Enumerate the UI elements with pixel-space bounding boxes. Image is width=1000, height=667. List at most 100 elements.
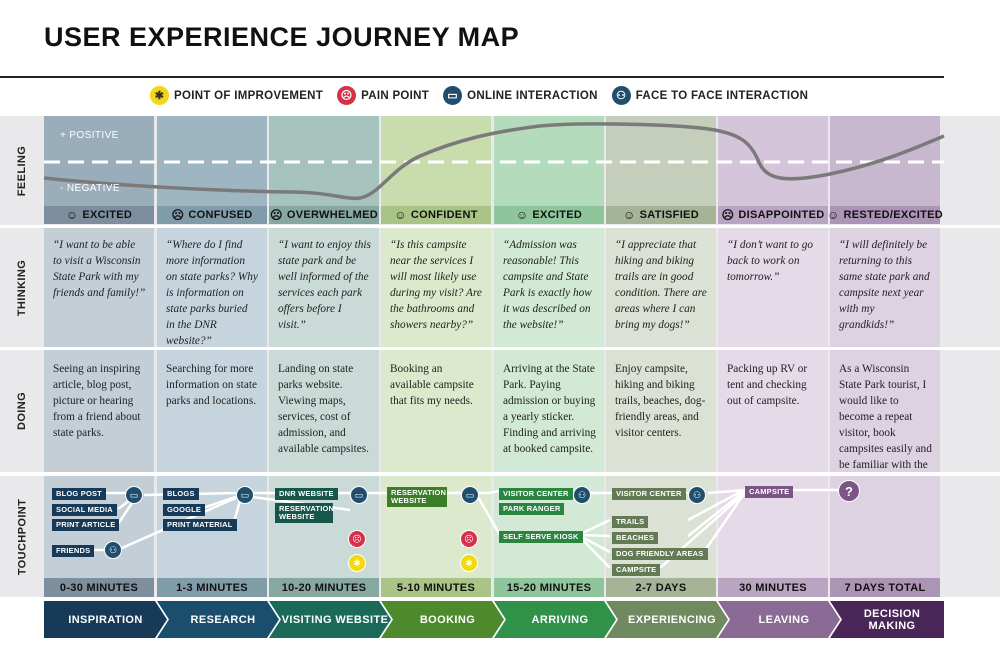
title-divider xyxy=(0,76,944,78)
computer-icon: ▭ xyxy=(236,486,254,504)
touchpoint-tag: SOCIAL MEDIA xyxy=(52,504,117,516)
thinking-quote: “I appreciate that hiking and biking tra… xyxy=(606,228,716,347)
frown-face-icon: ☹ xyxy=(270,208,283,222)
angry-face-icon: ☹ xyxy=(460,530,478,548)
thinking-quote: “I want to be able to visit a Wisconsin … xyxy=(44,228,154,347)
legend-item-improvement: ✱ POINT OF IMPROVEMENT xyxy=(150,86,323,105)
phase-arriving: ARRIVING xyxy=(494,601,616,638)
touchpoint-tag: TRAILS xyxy=(612,516,649,528)
phase-visiting-website: VISITING WEBSITE xyxy=(269,601,391,638)
touchpoint-tag: VISITOR CENTER xyxy=(612,488,686,500)
frown-face-icon: ☹ xyxy=(171,208,185,222)
phase-research: RESEARCH xyxy=(157,601,279,638)
thinking-quote: “Where do I find more information on sta… xyxy=(157,228,267,347)
thinking-quote: “I want to enjoy this state park and be … xyxy=(269,228,379,347)
angry-face-icon: ☹ xyxy=(337,86,357,105)
emotion-text: DISAPPOINTED xyxy=(738,209,825,221)
touchpoint-tag: SELF SERVE KIOSK xyxy=(499,531,583,543)
emotion-label: ☹CONFUSED xyxy=(157,206,267,224)
duration-label: 2-7 DAYS xyxy=(606,578,716,597)
emotion-label: ☺SATISFIED xyxy=(606,206,716,224)
duration-label: 10-20 MINUTES xyxy=(269,578,379,597)
phase-leaving: LEAVING xyxy=(718,601,840,638)
smile-face-icon: ☺ xyxy=(65,208,79,222)
legend: ✱ POINT OF IMPROVEMENT ☹ PAIN POINT ▭ ON… xyxy=(150,86,822,105)
emotion-label: ☹DISAPPOINTED xyxy=(718,206,828,224)
touchpoint-tag: GOOGLE xyxy=(163,504,206,516)
duration-label: 0-30 MINUTES xyxy=(44,578,154,597)
emotion-text: CONFIDENT xyxy=(410,209,478,221)
legend-label: PAIN POINT xyxy=(361,89,430,102)
legend-item-face: ⚇ FACE TO FACE INTERACTION xyxy=(611,86,809,105)
phase-booking: BOOKING xyxy=(381,601,504,638)
page-title: USER EXPERIENCE JOURNEY MAP xyxy=(44,22,520,52)
touchpoint-tag: DNR WEBSITE xyxy=(275,488,338,500)
touchpoint-tag: RESERVATION WEBSITE xyxy=(275,503,334,523)
computer-icon: ▭ xyxy=(350,486,368,504)
row-label-touchpoint: TOUCHPOINT xyxy=(16,498,28,575)
thinking-quote: “Admission was reasonable! This campsite… xyxy=(494,228,604,347)
thinking-quote: “I don’t want to go back to work on tomo… xyxy=(718,228,828,347)
phase-experiencing: EXPERIENCING xyxy=(606,601,728,638)
phase-inspiration: INSPIRATION xyxy=(44,601,167,638)
thinking-quote: “Is this campsite near the services I wi… xyxy=(381,228,491,347)
emotion-label: ☺EXCITED xyxy=(494,206,604,224)
doing-text: Arriving at the State Park. Paying admis… xyxy=(494,350,604,472)
touchpoint-tag: DOG FRIENDLY AREAS xyxy=(612,548,708,560)
touchpoint-tag: PRINT MATERIAL xyxy=(163,519,237,531)
doing-text: Enjoy campsite, hiking and biking trails… xyxy=(606,350,716,472)
legend-label: POINT OF IMPROVEMENT xyxy=(174,89,324,102)
lightbulb-icon: ✱ xyxy=(150,86,169,105)
touchpoint-tag: FRIENDS xyxy=(52,545,95,557)
people-icon: ⚇ xyxy=(573,486,591,504)
doing-text: Seeing an inspiring article, blog post, … xyxy=(44,350,154,472)
touchpoint-tag: VISITOR CENTER xyxy=(499,488,573,500)
touchpoint-tag: CAMPSITE xyxy=(612,564,661,576)
computer-icon: ▭ xyxy=(461,486,479,504)
duration-label: 5-10 MINUTES xyxy=(381,578,491,597)
duration-label: 15-20 MINUTES xyxy=(494,578,604,597)
row-label-doing: DOING xyxy=(16,391,28,431)
feeling-curve-chart xyxy=(43,122,945,201)
thinking-quote: “I will definitely be returning to this … xyxy=(830,228,940,347)
doing-text: Packing up RV or tent and checking out o… xyxy=(718,350,828,472)
smile-face-icon: ☺ xyxy=(394,208,407,222)
people-icon: ⚇ xyxy=(104,541,122,559)
touchpoint-tag: BLOG POST xyxy=(52,488,106,500)
doing-text: Landing on state parks website. Viewing … xyxy=(269,350,379,472)
frown-face-icon: ☹ xyxy=(721,208,735,222)
touchpoint-tag: PRINT ARTICLE xyxy=(52,519,120,531)
legend-label: FACE TO FACE INTERACTION xyxy=(635,89,809,102)
doing-text: Booking an available campsite that fits … xyxy=(381,350,491,472)
lightbulb-icon: ✱ xyxy=(460,554,478,572)
emotion-label: ☹OVERWHELMED xyxy=(269,206,379,224)
angry-face-icon: ☹ xyxy=(348,530,366,548)
touchpoint-tag: BEACHES xyxy=(612,532,659,544)
smile-face-icon: ☺ xyxy=(826,208,840,222)
emotion-label: ☺CONFIDENT xyxy=(381,206,491,224)
touchpoint-tag: BLOGS xyxy=(163,488,199,500)
legend-item-online: ▭ ONLINE INTERACTION xyxy=(443,86,598,105)
smile-face-icon: ☺ xyxy=(515,208,529,222)
lightbulb-icon: ✱ xyxy=(348,554,366,572)
emotion-text: EXCITED xyxy=(82,209,133,221)
smile-face-icon: ☺ xyxy=(623,208,636,222)
duration-label: 30 MINUTES xyxy=(718,578,828,597)
question-icon: ? xyxy=(838,480,860,502)
phase-decision-making: DECISION MAKING xyxy=(830,601,944,638)
emotion-label: ☺RESTED/EXCITED xyxy=(826,206,943,224)
computer-icon: ▭ xyxy=(443,86,463,105)
duration-label: 7 DAYS TOTAL xyxy=(830,578,940,597)
emotion-text: RESTED/EXCITED xyxy=(843,209,944,221)
row-label-thinking: THINKING xyxy=(16,259,28,316)
emotion-text: EXCITED xyxy=(532,209,583,221)
people-icon: ⚇ xyxy=(611,86,631,105)
emotion-label: ☺EXCITED xyxy=(44,206,154,224)
emotion-text: SATISFIED xyxy=(639,209,699,221)
touchpoint-tag: RESERVATION WEBSITE xyxy=(387,487,447,507)
emotion-text: CONFUSED xyxy=(188,209,253,221)
doing-text: As a Wisconsin State Park tourist, I wou… xyxy=(830,350,940,472)
feeling-negative-label: - NEGATIVE xyxy=(60,183,120,194)
legend-item-pain: ☹ PAIN POINT xyxy=(337,86,429,105)
legend-label: ONLINE INTERACTION xyxy=(467,89,598,102)
